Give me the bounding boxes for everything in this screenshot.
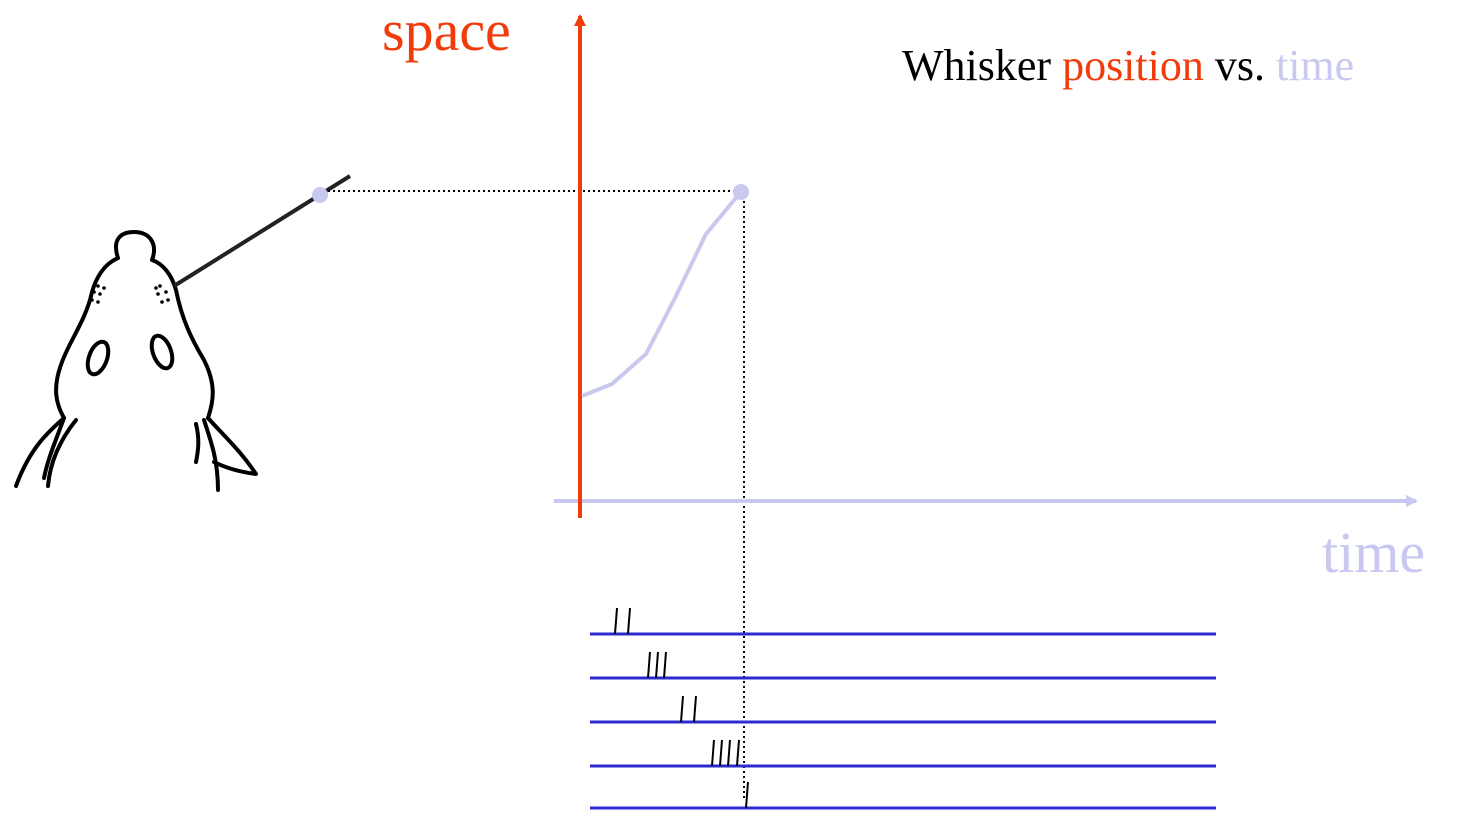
rat-snout-left — [16, 418, 76, 486]
whisker-pad-dots — [90, 284, 170, 304]
spike — [615, 608, 617, 634]
rat-head-drawing — [16, 232, 256, 490]
spike — [681, 696, 683, 722]
spike — [694, 696, 696, 722]
rat-eye-right — [148, 333, 177, 371]
spike — [737, 740, 739, 766]
rat-head-outline — [56, 232, 213, 418]
spike — [746, 782, 748, 808]
spike — [728, 740, 730, 766]
spike — [628, 608, 630, 634]
spike — [720, 740, 722, 766]
title-part-vs: vs. — [1204, 41, 1276, 90]
title-part-whisker: Whisker — [902, 41, 1062, 90]
rat-snout-right — [196, 418, 256, 490]
spike — [712, 740, 714, 766]
time-axis-label: time — [1322, 524, 1425, 582]
title-part-position: position — [1062, 41, 1204, 90]
current-position-marker — [733, 184, 749, 200]
position-trace — [582, 193, 740, 396]
whisker-tip-marker — [312, 187, 328, 203]
space-axis-label: space — [382, 2, 511, 60]
diagram-title: Whisker position vs. time — [902, 44, 1354, 88]
title-part-time: time — [1276, 41, 1354, 90]
rat-eye-left — [84, 339, 113, 377]
spike — [656, 652, 658, 678]
spike — [648, 652, 650, 678]
spike — [664, 652, 666, 678]
spike-raster — [590, 608, 1216, 808]
